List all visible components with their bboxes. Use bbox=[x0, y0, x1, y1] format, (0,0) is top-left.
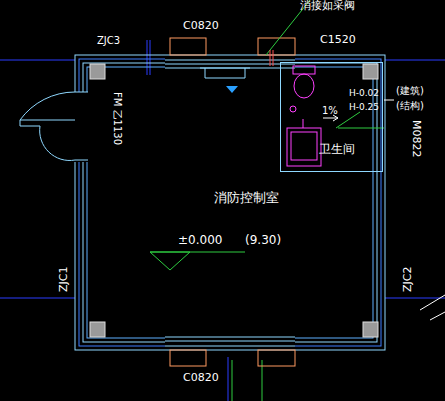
level-text: H-0.25 bbox=[349, 103, 379, 112]
room-box: 消防控制室 卫生间 bbox=[80, 60, 380, 345]
window-tag: C0820 bbox=[183, 20, 219, 31]
note-text: 消接如采阀 bbox=[300, 0, 355, 11]
level-text: ±0.000 bbox=[178, 234, 222, 246]
door-tag: M0822 bbox=[411, 120, 422, 158]
slope-text: 1% bbox=[322, 106, 338, 116]
washroom-box: 卫生间 bbox=[280, 62, 383, 172]
level-text: H-0.02 bbox=[349, 89, 379, 98]
room-name: 消防控制室 bbox=[214, 191, 279, 204]
window-tag: C1520 bbox=[320, 34, 356, 45]
axis-label: ZJC3 bbox=[97, 36, 120, 46]
note-text: (结构) bbox=[396, 101, 424, 111]
level-text: (9.30) bbox=[245, 234, 281, 246]
room-name: 卫生间 bbox=[319, 143, 355, 155]
axis-label: ZJC1 bbox=[58, 267, 69, 292]
window-tag: C0820 bbox=[183, 372, 219, 383]
note-text: (建筑) bbox=[396, 86, 424, 96]
axis-label: ZJC2 bbox=[402, 267, 413, 292]
door-tag: FM 乙1130 bbox=[112, 92, 122, 145]
